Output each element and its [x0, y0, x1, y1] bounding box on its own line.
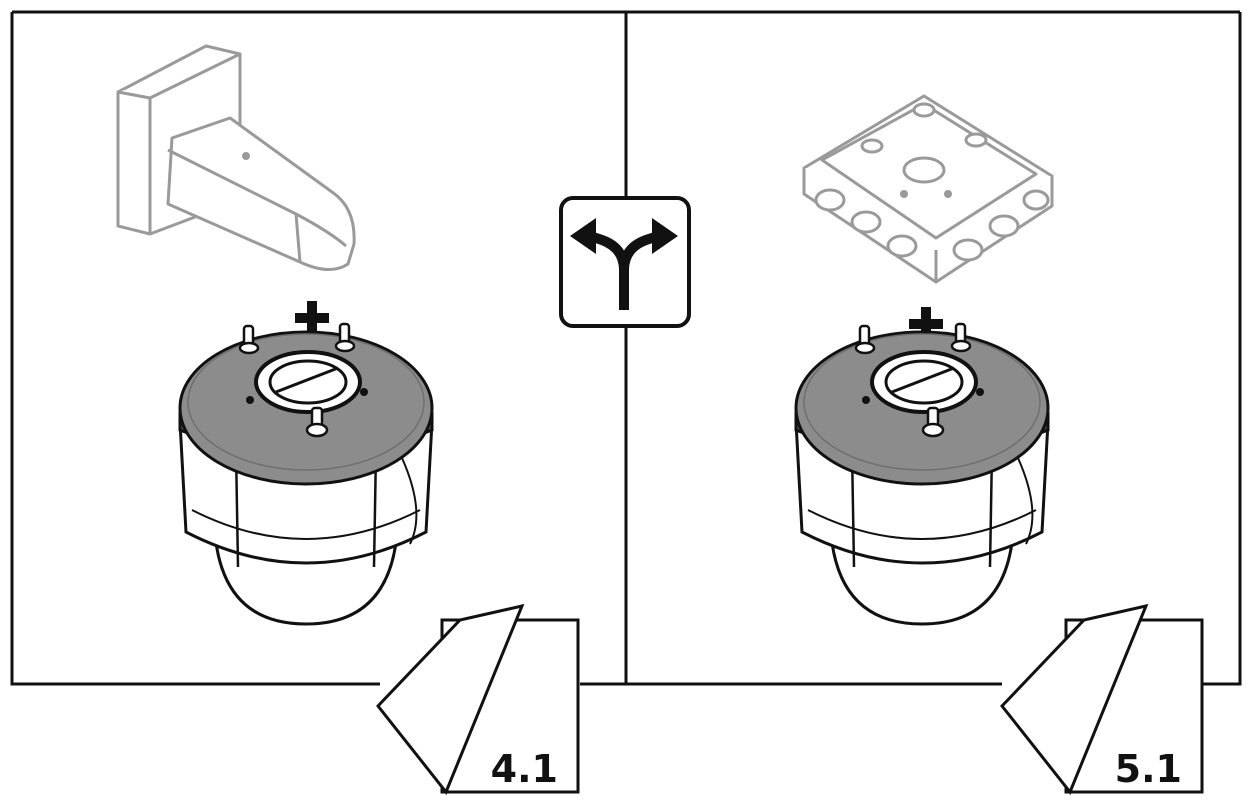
panel-wall-mount: 4.1 [116, 44, 580, 794]
panel-junction-box: 5.1 [794, 94, 1204, 794]
junction-box-icon [802, 94, 1054, 284]
page-reference-label: 4.1 [491, 747, 558, 791]
page-reference-icon[interactable]: 5.1 [1000, 604, 1204, 794]
page-reference-icon[interactable]: 4.1 [376, 604, 580, 794]
plus-icon [295, 301, 329, 335]
panel-frame [10, 10, 1242, 686]
wall-bracket-icon [116, 44, 356, 271]
dome-camera-icon [794, 322, 1050, 626]
fork-arrow-icon [559, 196, 691, 328]
dome-camera-icon [178, 322, 434, 626]
page-reference-label: 5.1 [1115, 747, 1182, 791]
